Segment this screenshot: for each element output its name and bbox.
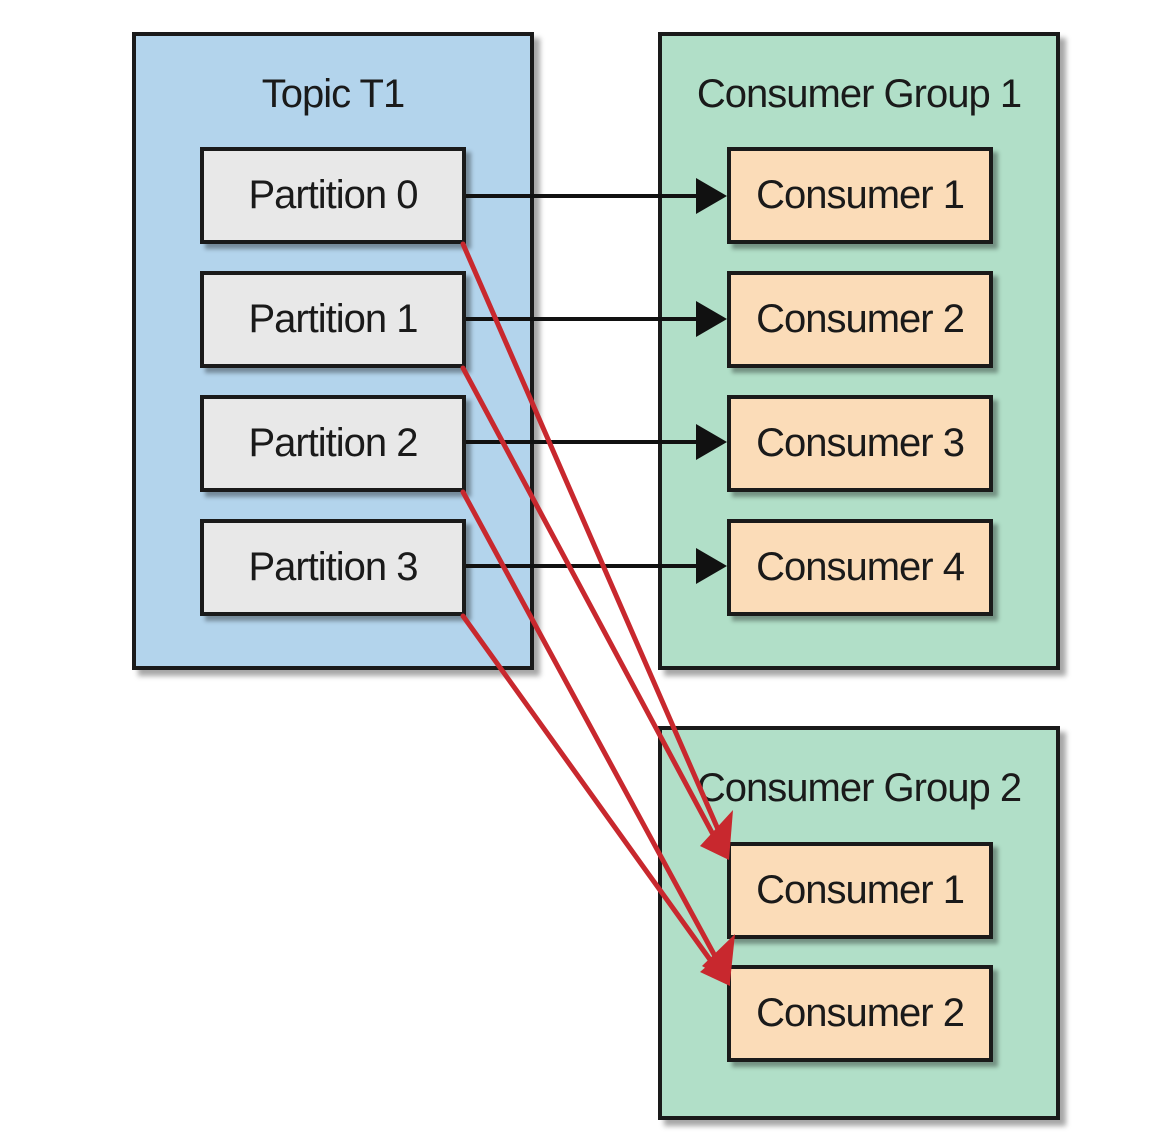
edge-p3-g2c2 xyxy=(460,613,719,971)
partition-box: Partition 1 xyxy=(200,271,466,368)
arrowhead xyxy=(696,424,727,460)
topic-title: Topic T1 xyxy=(261,72,405,116)
arrowhead xyxy=(700,946,730,986)
partition-box: Partition 0 xyxy=(200,147,466,244)
group2-consumer-box: Consumer 2 xyxy=(727,965,993,1062)
group1-consumer-box: Consumer 2 xyxy=(727,271,993,368)
arrowhead xyxy=(696,301,727,337)
group1-consumer-box: Consumer 4 xyxy=(727,519,993,616)
group2-consumer-box: Consumer 1 xyxy=(727,842,993,939)
consumer-group-1-title: Consumer Group 1 xyxy=(696,72,1022,116)
edge-p1-g2c1 xyxy=(460,365,719,843)
partition-box: Partition 2 xyxy=(200,395,466,492)
arrowhead xyxy=(700,810,733,860)
partition-box: Partition 3 xyxy=(200,519,466,616)
consumer-group-2-title: Consumer Group 2 xyxy=(696,766,1022,810)
group1-consumer-box: Consumer 3 xyxy=(727,395,993,492)
edge-p2-g2c2 xyxy=(460,489,719,961)
arrowhead xyxy=(696,178,727,214)
arrowhead xyxy=(696,548,727,584)
edge-p0-g2c1 xyxy=(460,241,723,837)
group1-consumer-box: Consumer 1 xyxy=(727,147,993,244)
